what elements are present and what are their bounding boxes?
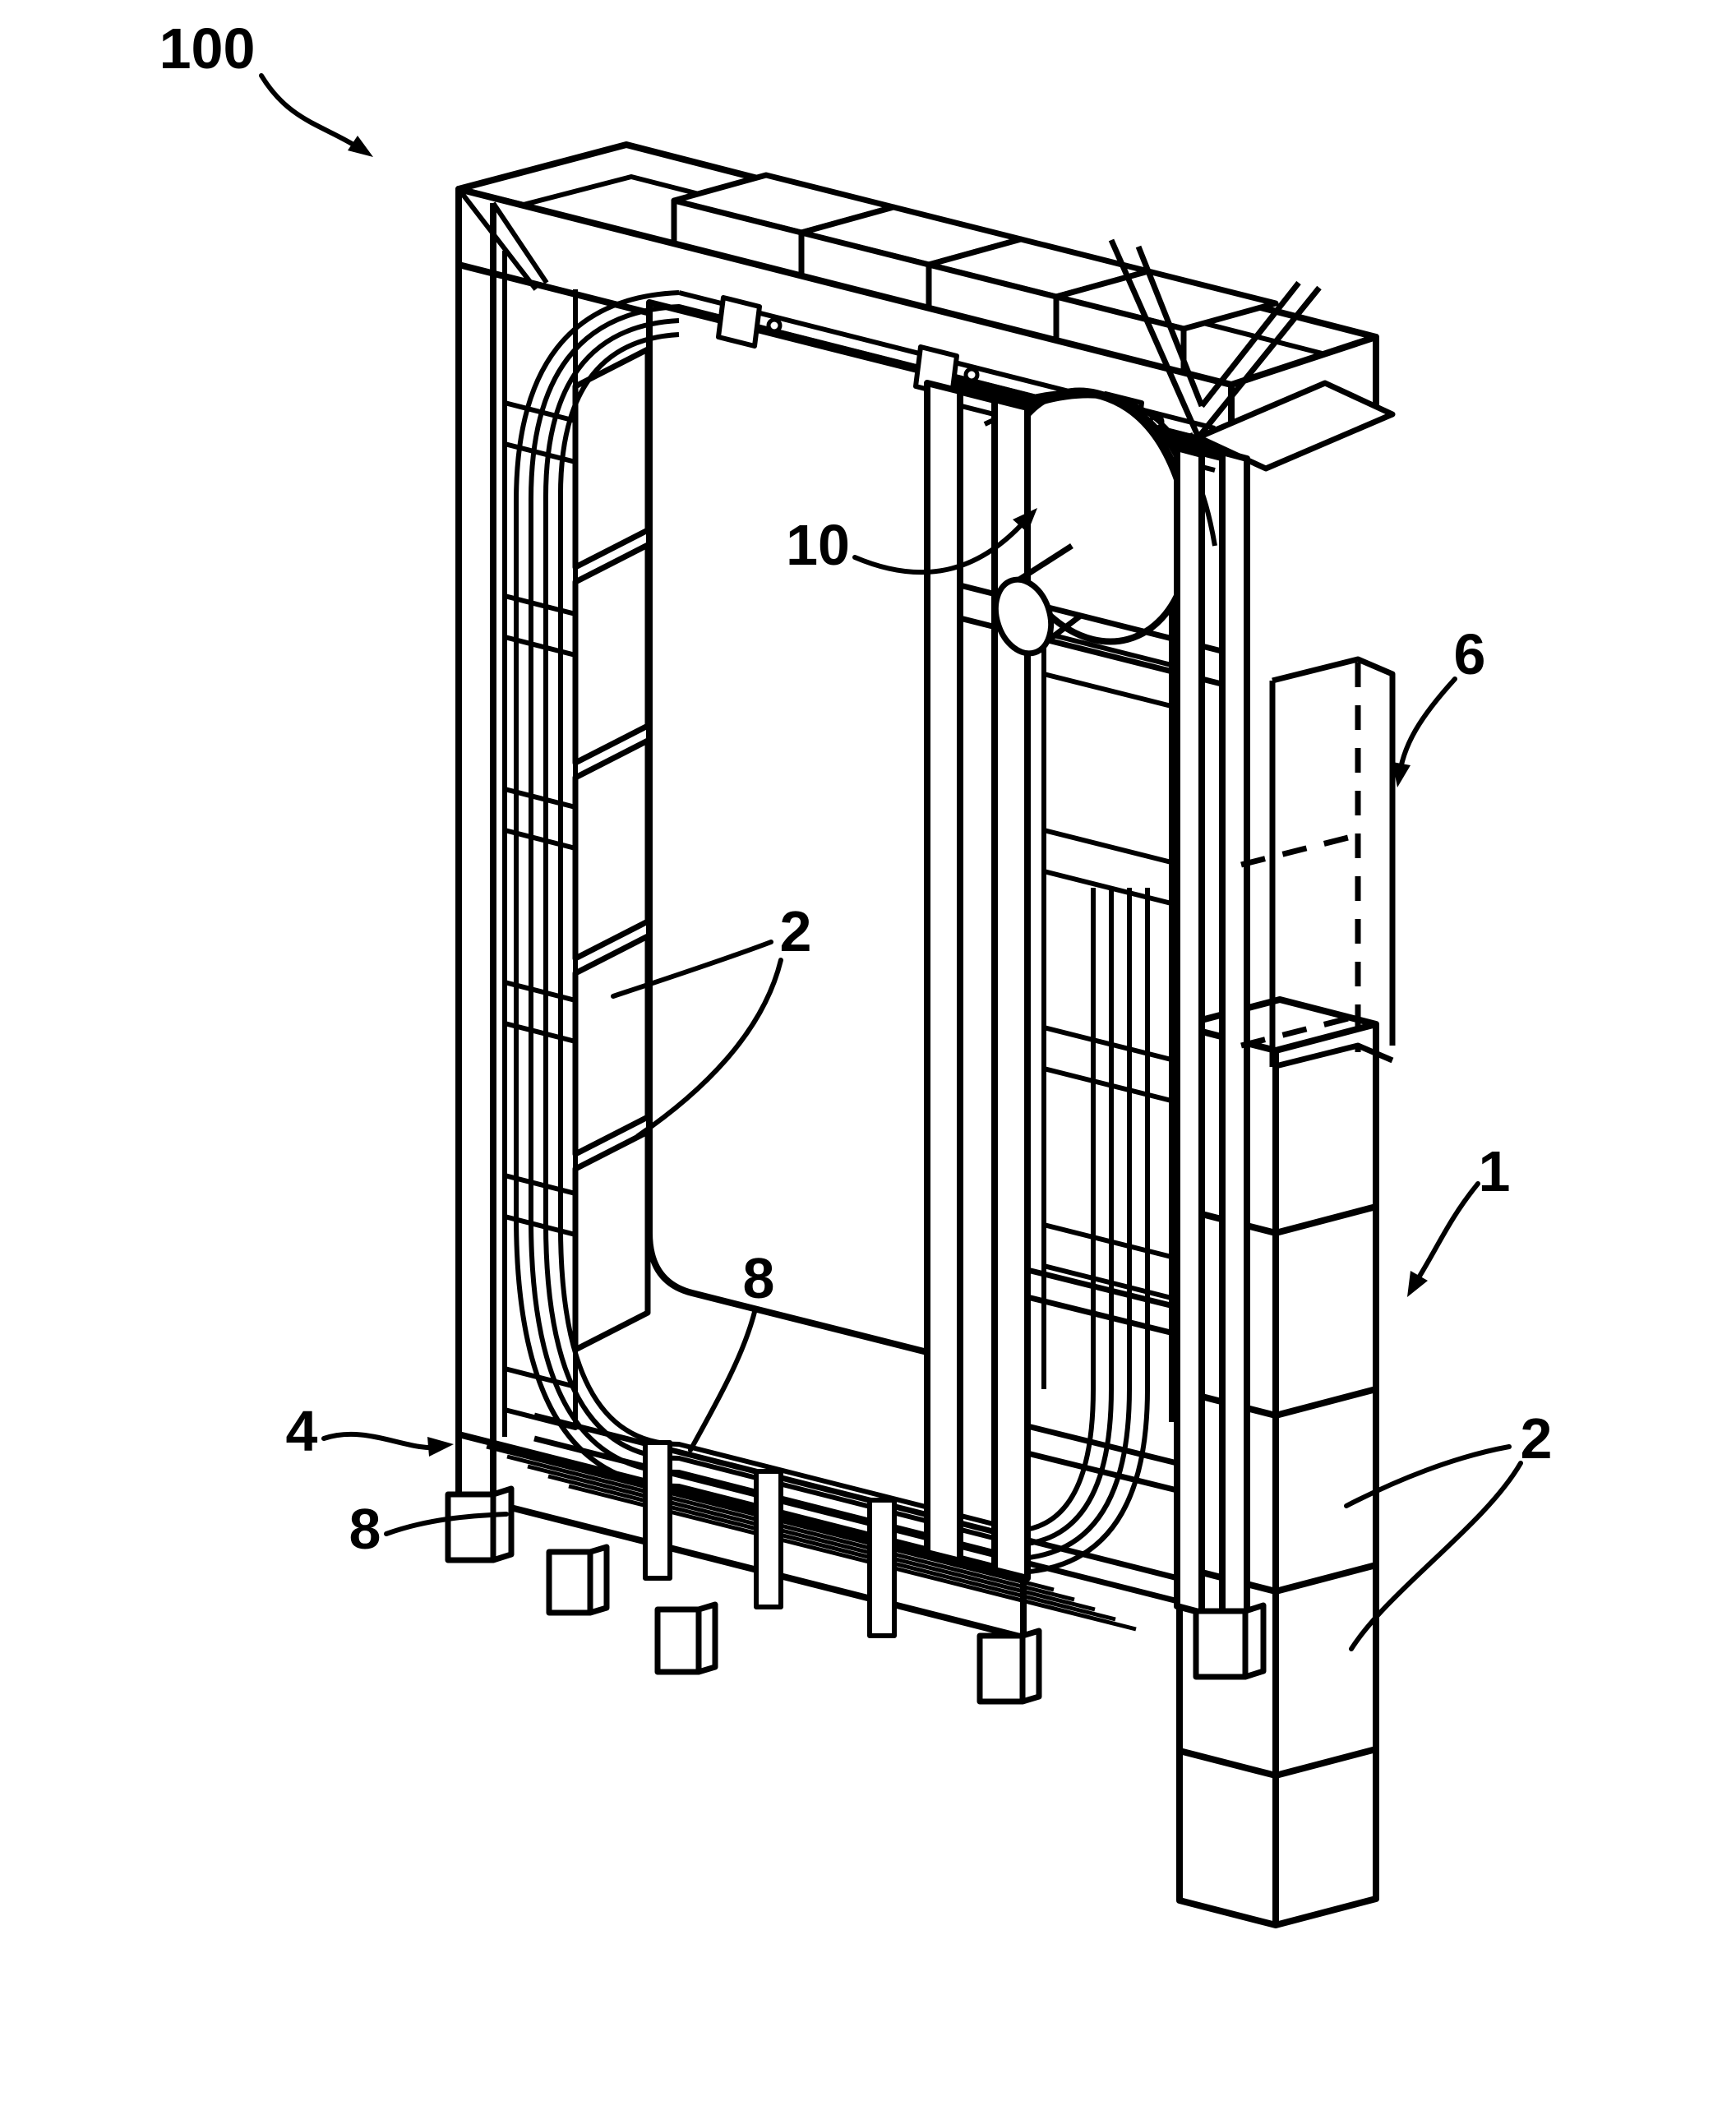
phantom-block-dashed — [1240, 656, 1396, 1070]
frame-right-braces — [1027, 1267, 1178, 1494]
label-4: 4 — [286, 1399, 318, 1463]
leader-1 — [1411, 1181, 1480, 1288]
arrowhead-4 — [427, 1437, 454, 1457]
reference-labels: 100 10 6 2 1 2 8 8 4 — [159, 16, 1553, 1651]
arrowhead-100 — [348, 136, 373, 157]
block-panel-center — [646, 299, 930, 1355]
output-block-column — [1176, 996, 1379, 1928]
frame-right-ladder — [1041, 575, 1174, 1422]
label-10: 10 — [786, 513, 850, 577]
leader-10 — [852, 514, 1032, 575]
leader-2-right-b — [1349, 1461, 1523, 1651]
leader-2-right-a — [1344, 1444, 1512, 1508]
label-2-right: 2 — [1521, 1406, 1553, 1471]
label-6: 6 — [1454, 622, 1486, 686]
blocks-on-left-run — [572, 346, 651, 1353]
frame-right-posts — [1174, 445, 1250, 1627]
label-2-center: 2 — [780, 899, 812, 963]
leader-8-center — [688, 1309, 757, 1452]
leader-4 — [321, 1431, 445, 1451]
frame-legs — [445, 1485, 1267, 1705]
label-8-center: 8 — [743, 1246, 775, 1310]
leader-8-left — [384, 1512, 509, 1536]
frame-middle-posts — [924, 380, 1031, 1582]
track-hangers-bottom — [643, 1440, 897, 1638]
leader-2-center-b — [635, 958, 783, 1138]
label-100: 100 — [159, 16, 256, 81]
arrowhead-1 — [1407, 1271, 1428, 1297]
label-8-left: 8 — [349, 1497, 381, 1561]
leader-6 — [1397, 676, 1457, 782]
pulley-axle — [992, 543, 1084, 657]
label-1: 1 — [1479, 1139, 1511, 1203]
arrowhead-6 — [1392, 762, 1410, 787]
arrowhead-10 — [1013, 508, 1037, 533]
leader-2-center-a — [611, 940, 773, 999]
leader-100 — [259, 73, 364, 152]
